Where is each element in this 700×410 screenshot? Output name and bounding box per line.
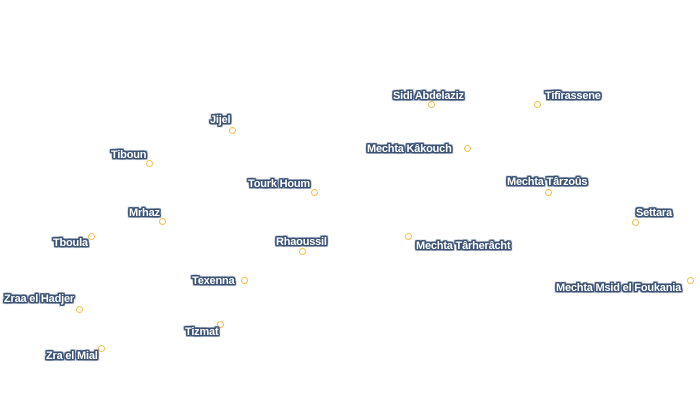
place-marker-icon[interactable]: [229, 127, 236, 134]
place-label: Tifîrassene: [545, 90, 601, 102]
place-marker-icon[interactable]: [405, 233, 412, 240]
place-label: Mechta Târzoûs: [507, 176, 588, 188]
place-marker-icon[interactable]: [687, 277, 694, 284]
place-marker-icon[interactable]: [241, 277, 248, 284]
place-label: Tboula: [53, 237, 88, 249]
place-marker-icon[interactable]: [76, 306, 83, 313]
place-marker-icon[interactable]: [545, 189, 552, 196]
place-label: Sidi Abdelaziz: [393, 90, 464, 102]
place-label: Mechta Msid el Foukania: [556, 282, 681, 294]
place-label: Rhaoussil: [276, 236, 327, 248]
place-label: Mechta Kâkouch: [367, 143, 452, 155]
place-marker-icon[interactable]: [98, 345, 105, 352]
place-marker-icon[interactable]: [428, 101, 435, 108]
place-marker-icon[interactable]: [311, 189, 318, 196]
place-label: Tourk Houm: [248, 178, 310, 190]
place-marker-icon[interactable]: [299, 248, 306, 255]
place-label: Mrhaz: [129, 207, 160, 219]
place-label: Settara: [636, 207, 672, 219]
place-marker-icon[interactable]: [534, 101, 541, 108]
place-label: Zraa el Hadjer: [4, 293, 74, 305]
place-label: Jijel: [210, 114, 231, 126]
place-marker-icon[interactable]: [632, 219, 639, 226]
place-marker-icon[interactable]: [159, 218, 166, 225]
place-label: Mechta Târherâcht: [416, 240, 511, 252]
place-marker-icon[interactable]: [88, 233, 95, 240]
place-marker-icon[interactable]: [464, 145, 471, 152]
place-marker-icon[interactable]: [146, 160, 153, 167]
place-label: Zra el Mial: [46, 350, 98, 362]
place-label: Tizmat: [185, 326, 219, 338]
place-marker-icon[interactable]: [217, 321, 224, 328]
place-label: Texenna: [192, 275, 235, 287]
place-label: Tiboun: [111, 149, 147, 161]
